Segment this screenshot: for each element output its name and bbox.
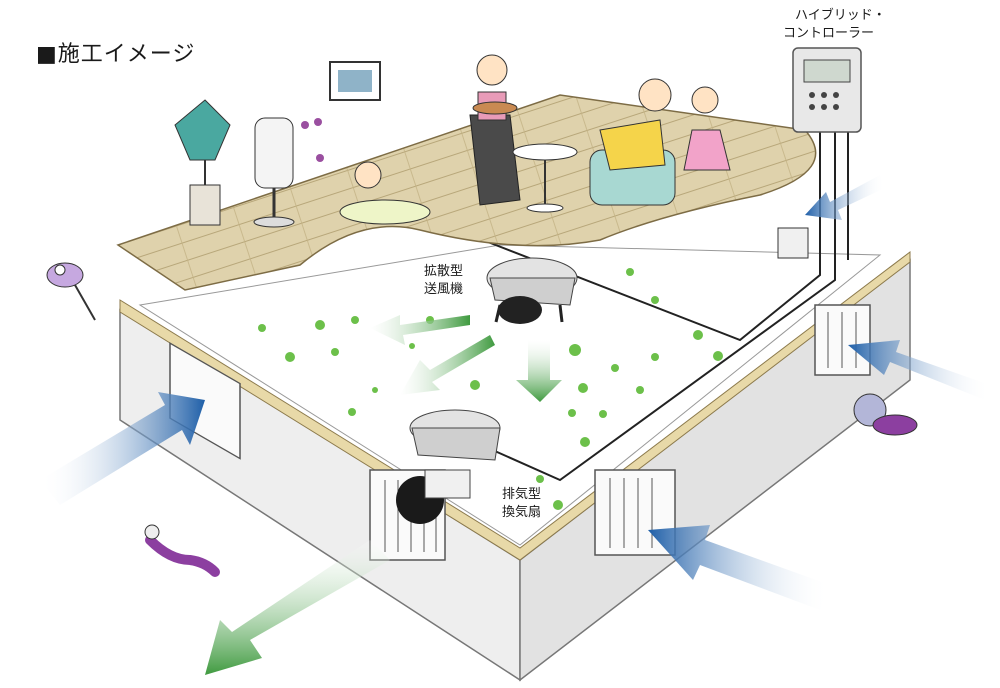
- intake-airflow-arrow-front-right: [648, 525, 830, 610]
- intake-airflow-arrow-right: [848, 340, 990, 400]
- wall-picture: [329, 61, 381, 101]
- grandfather-in-armchair: [589, 78, 676, 206]
- exhaust-fan-label-line1: 排気型: [502, 487, 542, 502]
- diffusion-arrow: [370, 315, 470, 345]
- diffuser-fan-unit: [486, 257, 578, 324]
- controller-label-line1: ハイブリッド・: [795, 8, 886, 23]
- snail-pest-icon: [853, 393, 918, 436]
- diffuser-fan-label-line1: 拡散型: [424, 264, 464, 279]
- controller-label-line2: コントローラー: [783, 26, 875, 41]
- houseplant: [174, 99, 231, 226]
- electric-fan: [253, 117, 295, 228]
- mother-with-tray: [469, 54, 521, 206]
- music-notes-icon: [301, 118, 324, 162]
- diffusion-arrow: [400, 335, 495, 395]
- caterpillar-pest-icon: [144, 524, 220, 577]
- exhaust-fan-unit: [396, 409, 501, 524]
- diffusion-arrow: [516, 340, 562, 402]
- intake-airflow-arrow-left: [40, 392, 205, 505]
- mosquito-pest-icon: [46, 262, 96, 321]
- diffuser-fan-label-line2: 送風機: [424, 282, 464, 297]
- vent-grille-left: [169, 341, 241, 460]
- exhaust-airflow-arrow: [205, 540, 390, 675]
- intake-airflow-arrow-controller: [805, 175, 885, 220]
- child-lying-reading: [339, 161, 431, 225]
- cafe-table: [512, 143, 578, 213]
- girl-child: [683, 86, 731, 171]
- exhaust-fan-label-line2: 換気扇: [502, 505, 542, 520]
- vent-grille-right: [814, 304, 871, 376]
- junction-box: [777, 227, 809, 259]
- hybrid-controller-panel: [792, 47, 862, 133]
- page-title: ■施工イメージ: [36, 42, 196, 67]
